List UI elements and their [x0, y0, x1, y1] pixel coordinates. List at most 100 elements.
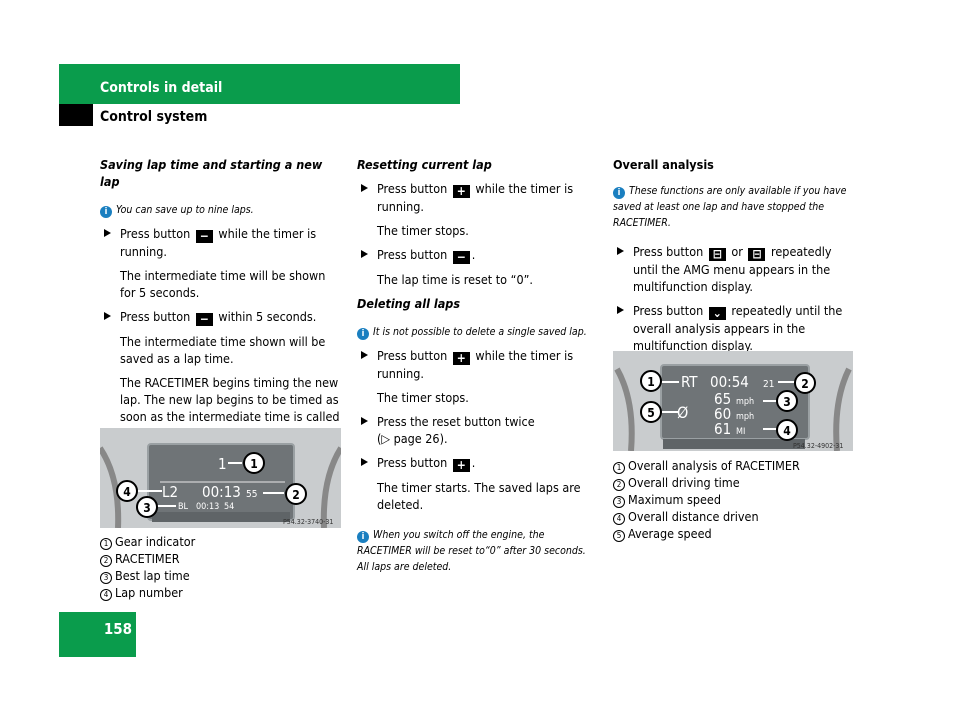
info-icon: i — [357, 531, 369, 543]
unit-text: mph — [736, 412, 754, 422]
arrow-icon — [361, 184, 368, 192]
rt-text: RT — [681, 373, 698, 391]
column-2: Resetting current lap Press button + whi… — [357, 156, 599, 575]
page-reference: (▷ page 26). — [377, 431, 448, 446]
max-speed-text: 65 — [714, 390, 731, 408]
callout-5: 5 — [640, 401, 662, 423]
instruction-step: Press button + while the timer is runnin… — [357, 180, 599, 215]
arrow-icon — [361, 417, 368, 425]
step-detail: The intermediate time will be shown for … — [120, 268, 326, 300]
column-1: Saving lap time and starting a new lap i… — [100, 156, 342, 442]
lap-text: L2 — [162, 483, 178, 501]
svg-text:1: 1 — [647, 375, 655, 389]
arrow-icon — [617, 247, 624, 255]
instruction-step: Press button ⌄ repeatedly until the over… — [613, 302, 856, 354]
callout-2: 2 — [794, 372, 816, 394]
minus-button-icon: − — [195, 313, 213, 326]
heading-saving-lap: Saving lap time and starting a new lap — [100, 157, 323, 189]
callout-2: 2 — [285, 483, 307, 505]
page-number-box — [59, 612, 136, 657]
distance-text: 61 — [714, 420, 731, 438]
callout-4: 4 — [776, 419, 798, 441]
arrow-icon — [104, 312, 111, 320]
bl-text: BL — [178, 502, 189, 512]
small-text: 21 — [763, 379, 774, 390]
info-icon: i — [613, 187, 625, 199]
down-button-icon: ⌄ — [708, 307, 726, 320]
section-title: Controls in detail — [100, 80, 223, 96]
svg-text:1: 1 — [250, 457, 258, 471]
bl-secs-text: 54 — [224, 502, 234, 512]
header-bar — [59, 64, 460, 104]
racetimer-display-figure: 1 L2 00:13 55 BL 00:13 54 P54.32-3740-31… — [100, 428, 341, 528]
arrow-icon — [617, 306, 624, 314]
plus-button-icon: + — [452, 459, 470, 472]
instruction-step: Press the reset button twice(▷ page 26). — [357, 413, 599, 447]
callout-3: 3 — [776, 390, 798, 412]
average-icon: Ø — [677, 403, 688, 422]
heading-resetting-lap: Resetting current lap — [357, 157, 492, 172]
header-block — [59, 104, 93, 126]
heading-deleting-laps: Deleting all laps — [357, 296, 461, 311]
svg-text:3: 3 — [783, 395, 791, 409]
figure-code: P54.32-3740-31 — [283, 518, 333, 526]
instruction-step: Press button −. — [357, 246, 599, 264]
step-detail: The timer stops. — [377, 390, 469, 405]
avg-speed-text: 60 — [714, 405, 731, 423]
page-number: 158 — [103, 620, 132, 638]
step-detail: The intermediate time shown will be save… — [120, 334, 326, 366]
bl-time-text: 00:13 — [196, 502, 219, 512]
arrow-icon — [361, 351, 368, 359]
instruction-step: Press button − within 5 seconds. — [100, 308, 342, 326]
section-subtitle: Control system — [100, 109, 208, 125]
minus-button-icon: − — [452, 251, 470, 264]
svg-text:5: 5 — [647, 406, 655, 420]
callout-1: 1 — [640, 370, 662, 392]
minus-button-icon: − — [195, 230, 213, 243]
svg-text:4: 4 — [783, 424, 791, 438]
instruction-step: Press button − while the timer is runnin… — [100, 225, 342, 260]
arrow-icon — [361, 458, 368, 466]
callout-3: 3 — [136, 496, 158, 518]
step-detail: The timer starts. The saved laps are del… — [377, 480, 581, 512]
overall-analysis-figure: RT 00:54 21 65 mph Ø 60 mph 61 MI P54.32… — [613, 351, 853, 451]
time-text: 00:54 — [710, 373, 749, 391]
svg-text:4: 4 — [123, 485, 131, 499]
step-detail: The lap time is reset to “0”. — [377, 272, 533, 287]
arrow-icon — [361, 250, 368, 258]
step-detail: The timer stops. — [377, 223, 469, 238]
previous-button-icon: ⊟ — [708, 248, 726, 261]
gear-text: 1 — [218, 455, 227, 473]
plus-button-icon: + — [452, 185, 470, 198]
secs-text: 55 — [246, 489, 257, 500]
arrow-icon — [104, 229, 111, 237]
figure-code: P54.32-4902-31 — [793, 442, 843, 450]
instruction-step: Press button ⊟ or ⊟ repeatedly until the… — [613, 243, 856, 295]
info-icon: i — [357, 328, 369, 340]
instruction-step: Press button +. — [357, 454, 599, 472]
time-text: 00:13 — [202, 483, 241, 501]
unit-text: MI — [736, 427, 745, 437]
svg-text:3: 3 — [143, 501, 151, 515]
callout-4: 4 — [116, 480, 138, 502]
svg-text:2: 2 — [292, 488, 300, 502]
unit-text: mph — [736, 397, 754, 407]
plus-button-icon: + — [452, 352, 470, 365]
instruction-step: Press button + while the timer is runnin… — [357, 347, 599, 382]
